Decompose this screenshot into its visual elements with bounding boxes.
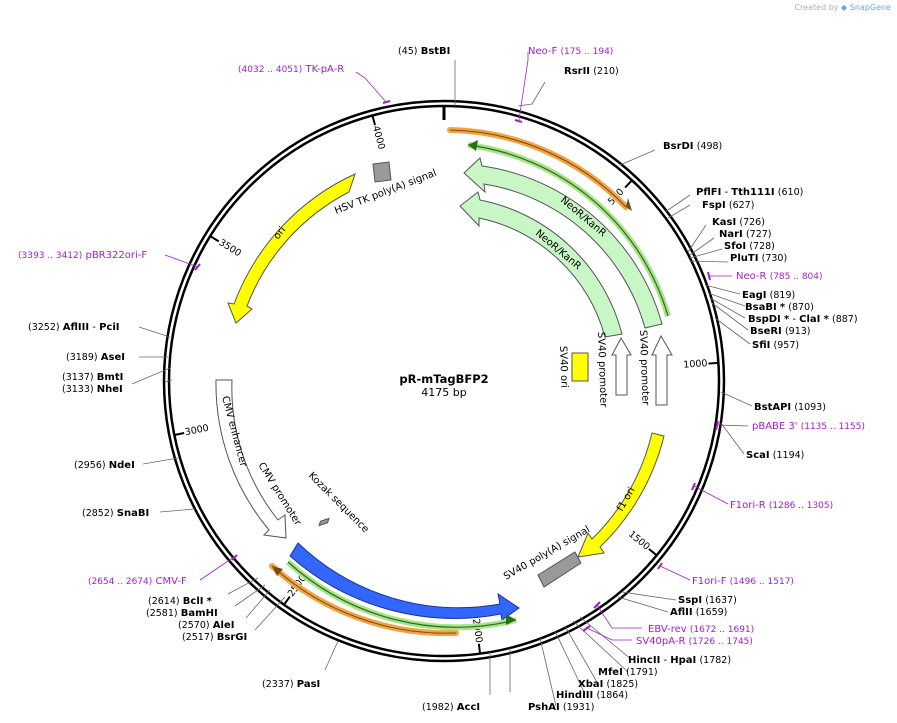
mtagbfp2-arrow xyxy=(289,542,520,621)
enzyme-sfii: SfiI (957) xyxy=(752,340,799,351)
enzyme-bcli: (2614) BclI * xyxy=(148,596,213,607)
enzyme-scai: ScaI (1194) xyxy=(746,450,804,461)
enzyme-alei: (2570) AleI xyxy=(178,620,234,631)
feature-label-sv40-ori: SV40 ori xyxy=(557,346,569,388)
ruler-label: 2000 xyxy=(470,618,484,643)
plasmid-name: pR-mTagBFP2 xyxy=(399,372,488,386)
enzyme-afliii: (3252) AflIII - PciI xyxy=(28,322,119,333)
feature-label-neor-2: NeoR/KanR xyxy=(533,228,583,272)
enzyme-leaders xyxy=(131,60,753,707)
enzyme-bsrgi: (2517) BsrGI xyxy=(182,632,247,643)
primer-pbr322ori-f: (3393 .. 3412) pBR322ori-F xyxy=(18,250,147,261)
cmv-arrow xyxy=(215,379,287,539)
enzyme-nari: NarI (727) xyxy=(719,229,772,240)
enzyme-labels: (45) BstBI RsrII (210) BsrDI (498) PflFI… xyxy=(28,46,858,713)
ori-arrow xyxy=(227,173,356,324)
enzyme-pluti: PluTI (730) xyxy=(730,253,787,264)
ruler-tick xyxy=(371,115,376,126)
enzyme-acci: (1982) AccI xyxy=(422,702,480,713)
enzyme-aflii: AflII (1659) xyxy=(670,607,727,618)
features xyxy=(215,127,673,637)
ruler-label: 1000 xyxy=(683,358,708,371)
enzyme-bspdi: BspDI * - ClaI * (887) xyxy=(748,314,858,325)
feature-label-sv40-prom-2: SV40 promoter xyxy=(595,332,609,409)
ruler-tick xyxy=(477,643,482,654)
feature-label-sv40-prom-1: SV40 promoter xyxy=(637,330,651,407)
enzyme-hindiii: HindIII (1864) xyxy=(556,690,628,701)
primer-sv40pa-r: SV40pA-R (1726 .. 1745) xyxy=(636,636,753,647)
enzyme-bstbi: (45) BstBI xyxy=(398,46,450,57)
ruler-tick xyxy=(624,179,633,189)
snapgene-logo-icon: ◆ xyxy=(841,3,850,12)
sv40-promoter-arrow-1 xyxy=(651,334,673,406)
enzyme-pasi: (2337) PasI xyxy=(262,679,320,690)
enzyme-bseri: BseRI (913) xyxy=(750,326,811,337)
ruler-tick xyxy=(283,595,291,606)
ruler-tick xyxy=(209,235,220,243)
ruler-tick xyxy=(648,548,658,557)
ruler-label: 3000 xyxy=(184,423,210,439)
enzyme-hincii: HincII - HpaI (1782) xyxy=(628,655,731,666)
primer-ebv-rev: EBV-rev (1672 .. 1691) xyxy=(648,624,754,635)
sv40-promoter-arrow-2 xyxy=(611,336,632,396)
primer-f1ori-f: F1ori-F (1496 .. 1517) xyxy=(692,576,794,587)
kozak-box xyxy=(318,517,330,527)
primer-f1ori-r: F1ori-R (1286 .. 1305) xyxy=(730,500,833,511)
primer-pbabe3: pBABE 3' (1135 .. 1155) xyxy=(752,421,865,432)
plasmid-size: 4175 bp xyxy=(421,386,466,399)
enzyme-ndei: (2956) NdeI xyxy=(74,460,135,471)
enzyme-bstapi: BstAPI (1093) xyxy=(754,402,826,413)
primer-tk-pa-r: (4032 .. 4051) TK-pA-R xyxy=(238,64,344,75)
ruler-label: 3500 xyxy=(217,237,243,259)
enzyme-xbai: XbaI (1825) xyxy=(578,679,638,690)
primer-leaders xyxy=(164,52,749,641)
enzyme-rsrii: RsrII (210) xyxy=(564,66,619,77)
enzyme-bsabi: BsaBI * (870) xyxy=(745,302,814,313)
primer-neo-r: Neo-R (785 .. 804) xyxy=(736,271,823,282)
hsv-tk-polya-box xyxy=(372,161,392,183)
snapgene-credit: Created by ◆ SnapGene xyxy=(794,3,891,12)
neor-kanr-1 xyxy=(463,157,663,329)
sv40-polya-box xyxy=(537,551,582,588)
ruler-label: 1500 xyxy=(626,529,652,553)
enzyme-bsrdi: BsrDI (498) xyxy=(663,141,722,152)
neor-kanr-2 xyxy=(459,191,623,338)
sv40-ori-box xyxy=(571,352,589,382)
ruler-label: 4000 xyxy=(370,125,387,151)
enzyme-snabi: (2852) SnaBI xyxy=(82,508,149,519)
primer-neo-f: Neo-F (175 .. 194) xyxy=(528,46,613,57)
enzyme-bmti: (3137) BmtI xyxy=(62,372,123,383)
enzyme-mfei: MfeI (1791) xyxy=(598,667,658,678)
enzyme-fspi: FspI (627) xyxy=(702,200,754,211)
ruler-tick xyxy=(708,361,719,365)
enzyme-pflfi: PflFI - Tth111I (610) xyxy=(696,187,803,198)
enzyme-pshai: PshAI (1931) xyxy=(528,702,594,713)
ruler-tick xyxy=(174,432,185,436)
enzyme-kasi: KasI (726) xyxy=(712,217,765,228)
f1-ori-arrow xyxy=(577,432,665,558)
feature-label-kozak: Kozak sequence xyxy=(306,470,371,535)
enzyme-sspi: SspI (1637) xyxy=(678,595,737,606)
enzyme-eagi: EagI (819) xyxy=(742,290,795,301)
primer-cmv-f: (2654 .. 2674) CMV-F xyxy=(88,576,187,587)
enzyme-bamhi: (2581) BamHI xyxy=(146,608,218,619)
enzyme-asei: (3189) AseI xyxy=(66,352,125,363)
enzyme-nhei: (3133) NheI xyxy=(62,384,123,395)
enzyme-sfoi: SfoI (728) xyxy=(724,241,775,252)
primer-labels: Neo-F (175 .. 194) (4032 .. 4051) TK-pA-… xyxy=(18,46,865,647)
